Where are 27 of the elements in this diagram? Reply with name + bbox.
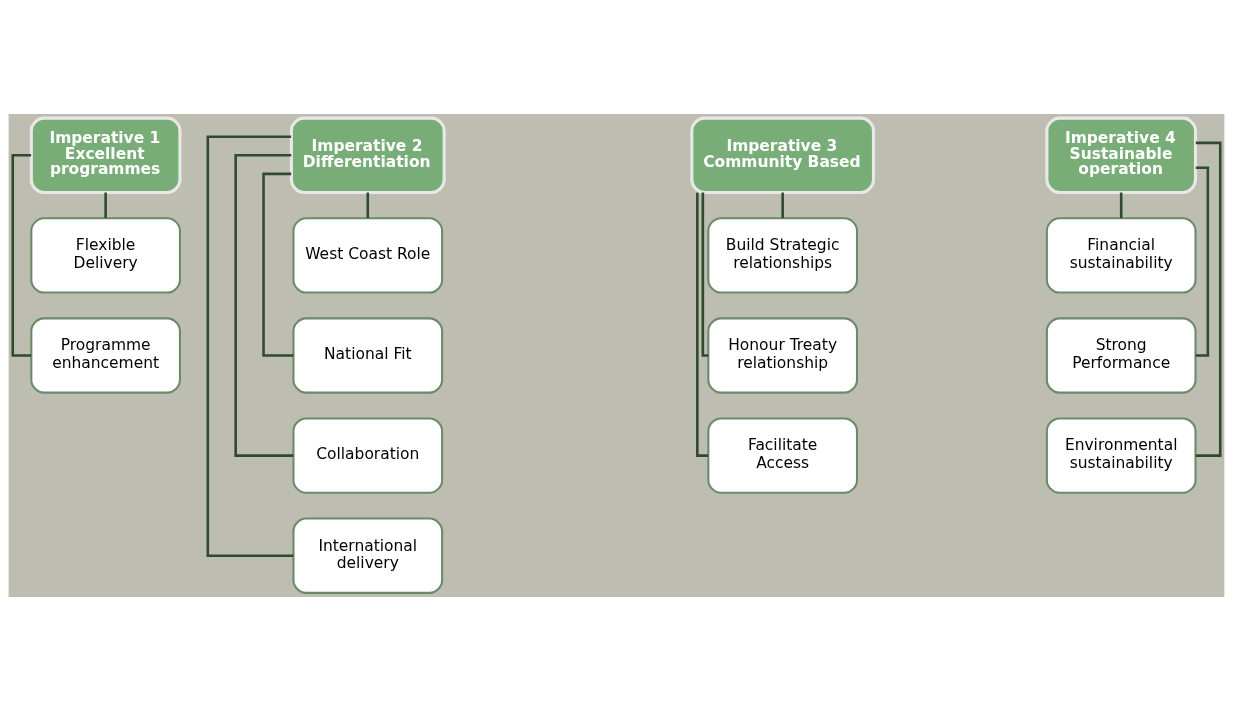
node-box: Strong Performance bbox=[1045, 316, 1197, 394]
node-box: Flexible Delivery bbox=[30, 216, 181, 294]
connector bbox=[366, 192, 370, 218]
node-box: West Coast Role bbox=[292, 216, 444, 294]
node-box: Collaboration bbox=[292, 416, 444, 494]
node-box: Environmental sustainability bbox=[1045, 416, 1197, 494]
node-box: National Fit bbox=[292, 316, 444, 394]
node-box: Imperative 1 Excellent programmes bbox=[29, 116, 182, 194]
node-box: Facilitate Access bbox=[707, 416, 858, 494]
node-box: Programme enhancement bbox=[30, 316, 181, 394]
node-box: Honour Treaty relationship bbox=[707, 316, 858, 394]
connector bbox=[1119, 192, 1123, 218]
node-box: Build Strategic relationships bbox=[707, 216, 858, 294]
connector bbox=[206, 134, 294, 557]
connector bbox=[262, 172, 294, 357]
node-box: Financial sustainability bbox=[1045, 216, 1197, 294]
connector bbox=[234, 153, 294, 457]
connector bbox=[1195, 165, 1210, 357]
connector bbox=[696, 192, 709, 457]
node-box: International delivery bbox=[292, 517, 444, 594]
node-box: Imperative 3 Community Based bbox=[690, 116, 876, 194]
connector bbox=[781, 192, 784, 218]
connector bbox=[701, 192, 709, 357]
node-box: Imperative 4 Sustainable operation bbox=[1045, 116, 1198, 194]
node-box: Imperative 2 Differentiation bbox=[289, 116, 446, 194]
connector bbox=[104, 192, 107, 218]
connector bbox=[1195, 141, 1222, 457]
